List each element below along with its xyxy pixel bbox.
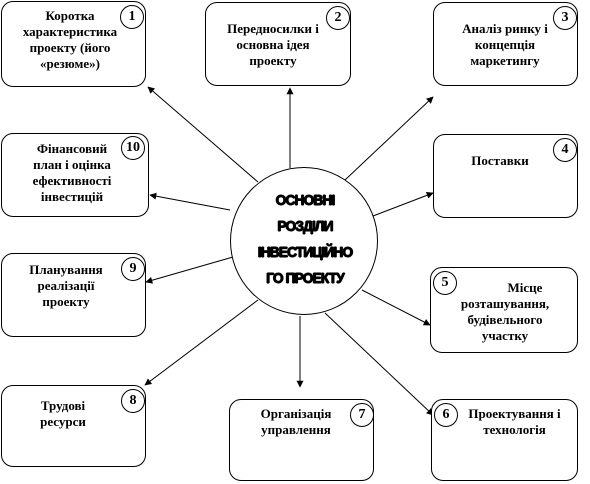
box-5-number: 5	[433, 271, 457, 295]
box-7-number: 7	[350, 403, 374, 427]
box-design-technology: Проектування і технологія 6	[431, 399, 578, 481]
box-implementation-planning: Планування реалізації проекту 9	[1, 253, 146, 337]
box-3-number: 3	[553, 6, 577, 30]
box-6-number: 6	[434, 403, 458, 427]
box-1-text: Коротка характеристика проекту (його «ре…	[22, 8, 118, 71]
box-financial-plan: Фінансовий план і оцінка ефективності ін…	[1, 133, 149, 217]
arrow-to-box-6	[324, 312, 434, 416]
box-8-number: 8	[121, 389, 145, 413]
box-3-text: Аналіз ринку і концепція маркетингу	[462, 21, 548, 68]
box-market-analysis: Аналіз ринку і концепція маркетингу 3	[433, 2, 578, 86]
box-9-text: Планування реалізації проекту	[29, 262, 103, 309]
box-prerequisites-main-idea: Передносилки і основна ідея проекту 2	[205, 2, 351, 86]
box-10-number: 10	[121, 136, 145, 160]
box-5-text: Місце розташування, будівельного участку	[460, 280, 550, 343]
box-4-number: 4	[553, 138, 577, 162]
box-7-text: Організація управлення	[260, 406, 332, 437]
box-location-site: Місце розташування, будівельного участку…	[430, 267, 578, 353]
box-6-text: Проектування і технологія	[468, 406, 561, 437]
arrow-to-box-10	[149, 192, 231, 211]
box-1-number: 1	[120, 5, 144, 29]
arrow-to-box-1	[147, 86, 259, 183]
box-2-text: Передносилки і основна ідея проекту	[227, 21, 319, 68]
central-circle: ОСНОВНІ РОЗДІЛИ ІНВЕСТИЦІЙНО ГО ПРОЕКТУ	[230, 167, 378, 315]
arrow-to-box-8	[144, 299, 259, 386]
arrow-to-box-4	[372, 191, 434, 217]
box-labor-resources: Трудові ресурси 8	[1, 385, 146, 467]
arrow-to-box-5	[361, 289, 431, 326]
box-management-organization: Організація управлення 7	[229, 399, 374, 481]
box-9-number: 9	[121, 257, 145, 281]
arrow-to-box-3	[344, 96, 434, 181]
box-8-text: Трудові ресурси	[40, 398, 86, 429]
box-10-text: Фінансовий план і оцінка ефективності ін…	[32, 141, 112, 204]
box-4-text: Поставки	[471, 153, 529, 168]
box-2-number: 2	[326, 6, 350, 30]
central-title: ОСНОВНІ РОЗДІЛИ ІНВЕСТИЦІЙНО ГО ПРОЕКТУ	[257, 192, 353, 287]
arrow-to-box-9	[145, 256, 234, 284]
box-supplies: Поставки 4	[433, 134, 578, 218]
box-short-description: Коротка характеристика проекту (його «ре…	[1, 1, 146, 87]
